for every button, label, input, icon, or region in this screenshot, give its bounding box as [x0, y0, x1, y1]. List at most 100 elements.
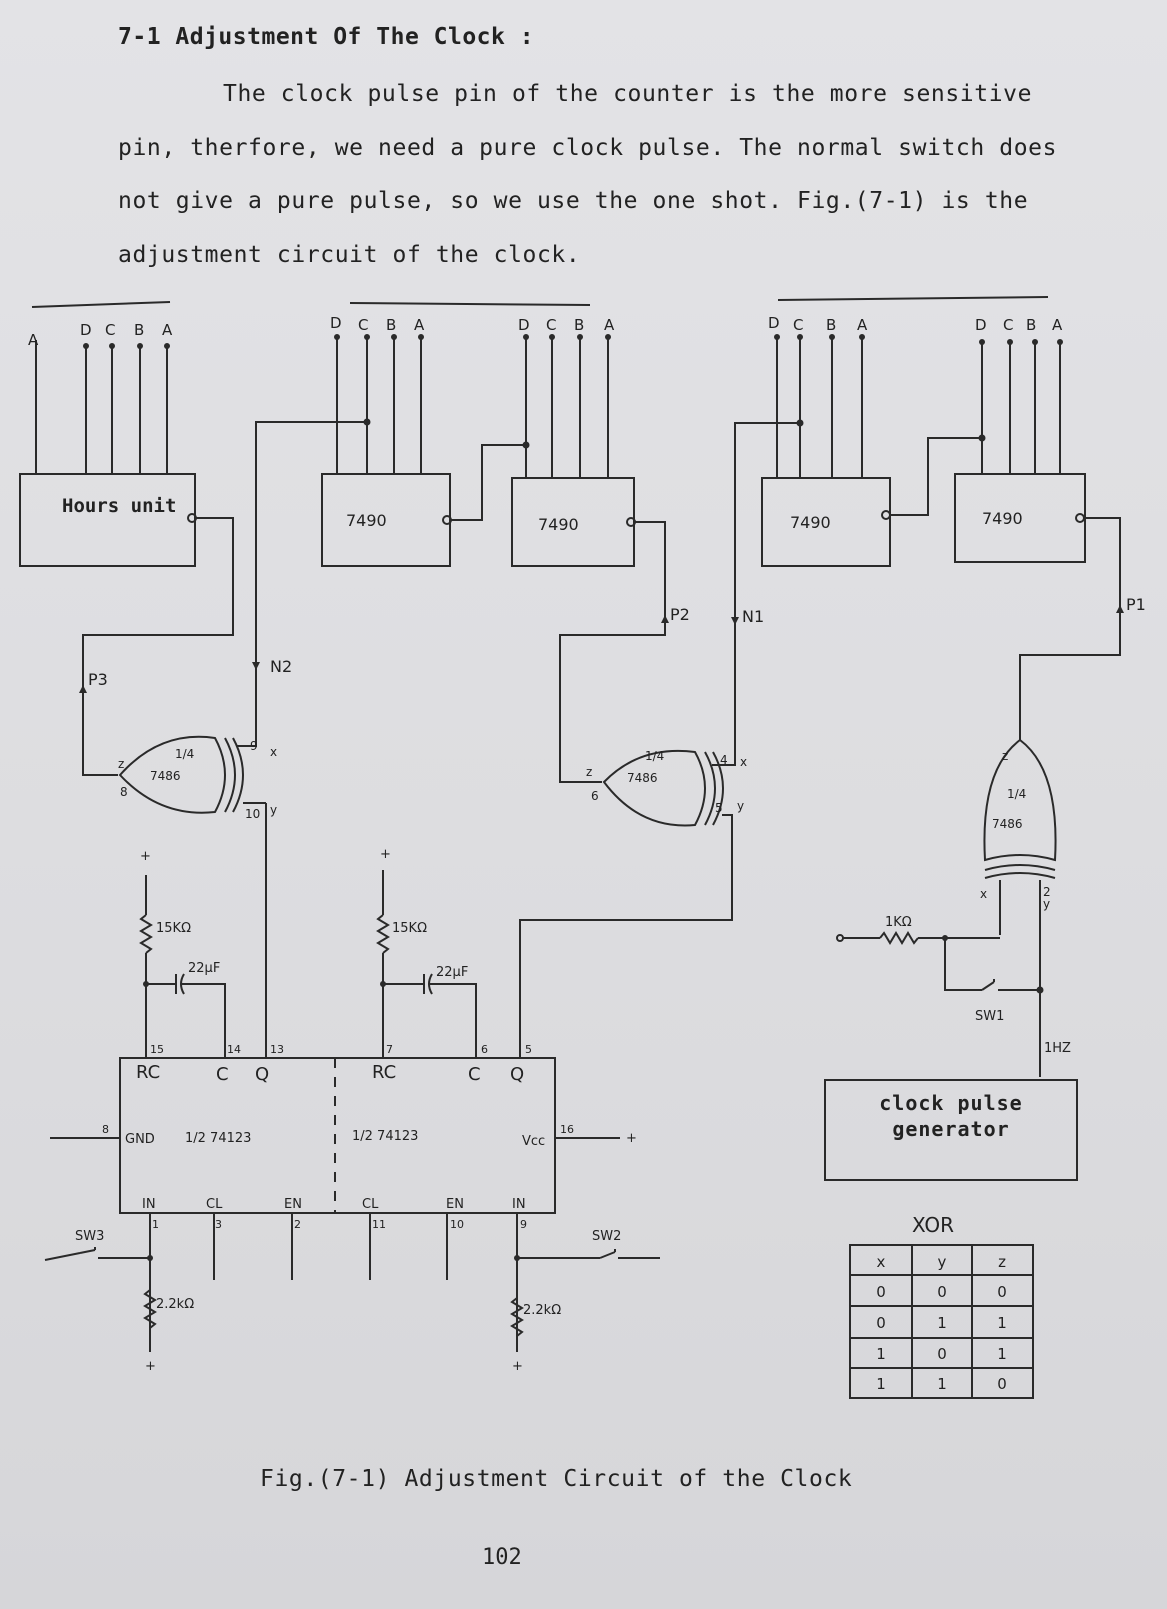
gate3-pin: 2 — [1043, 885, 1051, 899]
truth-table-cell: 1 — [997, 1314, 1007, 1332]
signal-n1: N1 — [742, 607, 764, 626]
gate1-x: x — [270, 745, 277, 759]
resistor-15k-label: 15KΩ — [392, 921, 427, 936]
gate1-y: y — [270, 803, 277, 817]
monostable-chip-label: 1/2 74123 — [185, 1131, 251, 1146]
monostable-pin-label: EN — [446, 1197, 464, 1212]
pin-label-c: C — [1003, 316, 1013, 334]
gate1-pin: 9 — [250, 739, 258, 753]
truth-table-header: x — [877, 1253, 886, 1271]
pin-label-b: B — [826, 316, 836, 334]
resistor-2k-label: 2.2kΩ — [523, 1303, 561, 1318]
plus-label: + — [512, 1359, 523, 1374]
truth-table-cell: 0 — [876, 1283, 886, 1301]
truth-table-cell: 0 — [876, 1314, 886, 1332]
body-paragraph: The clock pulse pin of the counter is th… — [118, 68, 1103, 282]
monostable-pin-label: IN — [142, 1197, 156, 1212]
monostable-chip-label: 1/2 74123 — [352, 1129, 418, 1144]
pin-label-d: D — [518, 316, 530, 334]
pin-number: 5 — [525, 1043, 532, 1056]
truth-table-header: y — [938, 1253, 947, 1271]
pin-label-b: B — [386, 316, 396, 334]
pin-number: 16 — [560, 1123, 574, 1136]
pin-label-d: D — [330, 314, 342, 332]
truth-table-cell: 0 — [997, 1375, 1007, 1393]
clock-generator-block — [824, 1079, 1078, 1181]
gate1-fraction: 1/4 — [175, 747, 194, 761]
resistor-2k-label: 2.2kΩ — [156, 1297, 194, 1312]
pin-number: 11 — [372, 1218, 386, 1231]
plus-label: + — [140, 849, 151, 864]
pin-label-c: C — [105, 321, 115, 339]
gate3-fraction: 1/4 — [1007, 787, 1026, 801]
truth-table-cell: 1 — [876, 1345, 886, 1363]
clock-generator-label: clock pulse generator — [879, 1091, 1023, 1141]
figure-caption: Fig.(7-1) Adjustment Circuit of the Cloc… — [260, 1466, 853, 1492]
signal-p3: P3 — [88, 670, 108, 689]
frequency-label: 1HZ — [1044, 1041, 1071, 1056]
pin-number: 1 — [152, 1218, 159, 1231]
counter-chip-label: 7490 — [346, 511, 387, 530]
plus-label: + — [626, 1131, 637, 1146]
counter-chip-label: 7490 — [538, 515, 579, 534]
sw3-label: SW3 — [75, 1229, 104, 1244]
gate2-pin: 6 — [591, 789, 599, 803]
gate1-pin: 10 — [245, 807, 260, 821]
pin-label-a: A — [1052, 316, 1063, 334]
gate2-pin: 5 — [715, 801, 723, 815]
pin-number: 13 — [270, 1043, 284, 1056]
pin-label-a: A — [604, 316, 615, 334]
pin-number: 6 — [481, 1043, 488, 1056]
monostable-pin-label: C — [468, 1064, 481, 1085]
pin-label-a: A — [414, 316, 425, 334]
sw2-label: SW2 — [592, 1229, 621, 1244]
truth-table-cell: 1 — [937, 1314, 947, 1332]
page-number: 102 — [482, 1545, 522, 1570]
pin-number: 7 — [386, 1043, 393, 1056]
gate2-pin: 4 — [720, 753, 728, 767]
truth-table-cell: 1 — [997, 1345, 1007, 1363]
gate3-x: x — [980, 887, 987, 901]
paragraph-text: The clock pulse pin of the counter is th… — [118, 81, 1058, 268]
monostable-pin-label: Q — [255, 1064, 269, 1085]
gate2-x: x — [740, 755, 747, 769]
gate2-z: z — [586, 765, 592, 779]
sw1-label: SW1 — [975, 1009, 1004, 1024]
pin-label-c: C — [358, 316, 368, 334]
pin-label-d: D — [768, 314, 780, 332]
monostable-pin-label: C — [216, 1064, 229, 1085]
hours-unit-block — [19, 473, 196, 567]
truth-table-title: XOR — [912, 1213, 954, 1237]
pin-label-a: A — [28, 331, 39, 349]
truth-table-cell: 0 — [997, 1283, 1007, 1301]
gate1-chip: 7486 — [150, 769, 181, 783]
gate3-z: z — [1002, 749, 1008, 763]
truth-table-cell: 1 — [876, 1375, 886, 1393]
gate2-chip: 7486 — [627, 771, 658, 785]
truth-table-cell: 0 — [937, 1283, 947, 1301]
pin-number: 3 — [215, 1218, 222, 1231]
gate2-y: y — [737, 799, 744, 813]
resistor-15k-label: 15KΩ — [156, 921, 191, 936]
pin-label-b: B — [1026, 316, 1036, 334]
plus-label: + — [145, 1359, 156, 1374]
pin-number: 9 — [520, 1218, 527, 1231]
monostable-pin-label: IN — [512, 1197, 526, 1212]
pin-label-a: A — [162, 321, 173, 339]
counter-chip-label: 7490 — [982, 509, 1023, 528]
gate1-pin: 8 — [120, 785, 128, 799]
pin-label-c: C — [793, 316, 803, 334]
counter-chip-label: 7490 — [790, 513, 831, 532]
gate3-chip: 7486 — [992, 817, 1023, 831]
capacitor-label: 22μF — [436, 965, 468, 980]
resistor-1k-label: 1KΩ — [885, 915, 912, 930]
monostable-pin-label: RC — [372, 1062, 396, 1083]
pin-label-d: D — [80, 321, 92, 339]
gnd-label: GND — [125, 1132, 155, 1147]
monostable-pin-label: Q — [510, 1064, 524, 1085]
monostable-pin-label: EN — [284, 1197, 302, 1212]
circuit-diagram: A D C B A D C B A D C B A D C B A D C B … — [19, 296, 1146, 1399]
monostable-pin-label: CL — [206, 1197, 223, 1212]
pin-label-d: D — [975, 316, 987, 334]
